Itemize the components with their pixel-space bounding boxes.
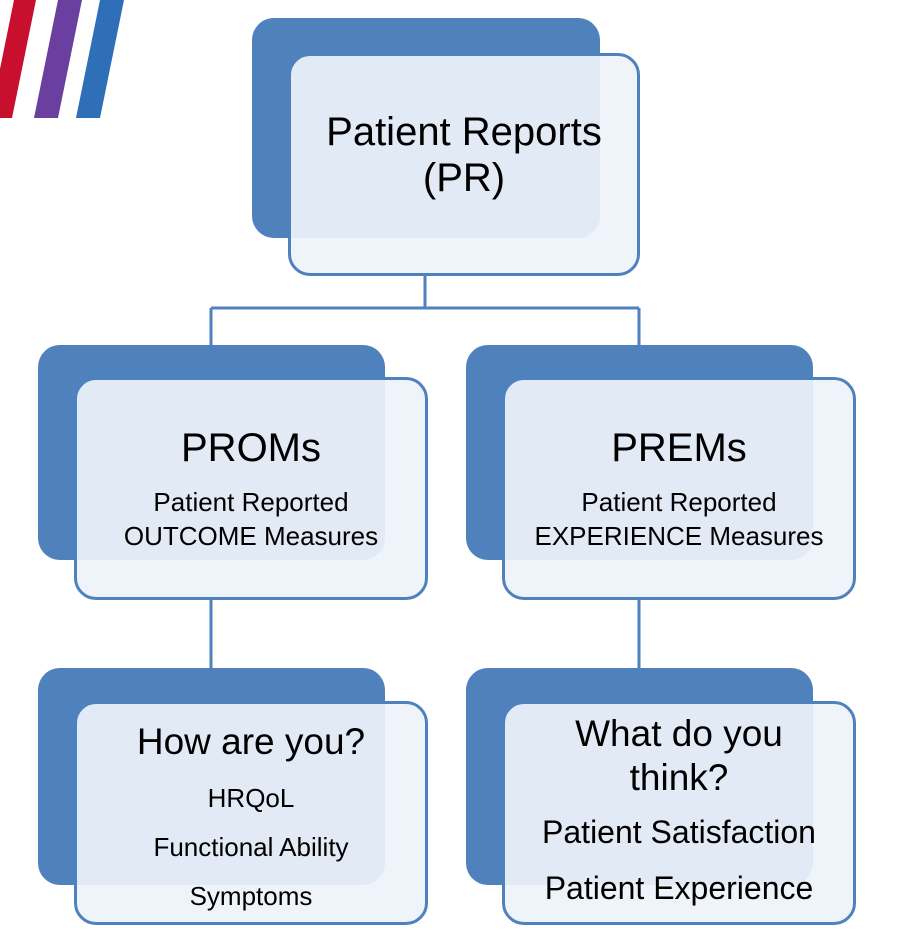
root-abbreviation: (PR) — [422, 155, 506, 200]
proms-item-hrqol: HRQoL — [207, 783, 295, 813]
logo-stripes — [0, 0, 124, 118]
prems-subtitle-line1: Patient Reported — [581, 486, 777, 517]
prems-item-experience: Patient Experience — [544, 870, 814, 906]
proms-subtitle-line2: OUTCOME Measures — [123, 520, 379, 551]
proms-item-functional-ability: Functional Ability — [153, 832, 349, 862]
prems-item-satisfaction: Patient Satisfaction — [542, 814, 816, 850]
proms-title: PROMs — [181, 425, 321, 470]
prems-question-line1: What do you — [575, 713, 783, 754]
proms-card: PROMs Patient Reported OUTCOME Measures — [74, 377, 428, 600]
root-title: Patient Reports — [326, 109, 602, 154]
proms-detail-card: How are you? HRQoL Functional Ability Sy… — [74, 701, 428, 925]
prems-detail-card: What do you think? Patient Satisfaction … — [502, 701, 856, 925]
proms-subtitle-line1: Patient Reported — [153, 486, 349, 517]
prems-question-line2: think? — [629, 757, 729, 798]
prems-subtitle-line2: EXPERIENCE Measures — [534, 520, 824, 551]
proms-question: How are you? — [136, 721, 366, 762]
prems-title: PREMs — [611, 425, 747, 470]
proms-item-symptoms: Symptoms — [189, 881, 313, 911]
root-card: Patient Reports (PR) — [288, 53, 640, 276]
prems-card: PREMs Patient Reported EXPERIENCE Measur… — [502, 377, 856, 600]
